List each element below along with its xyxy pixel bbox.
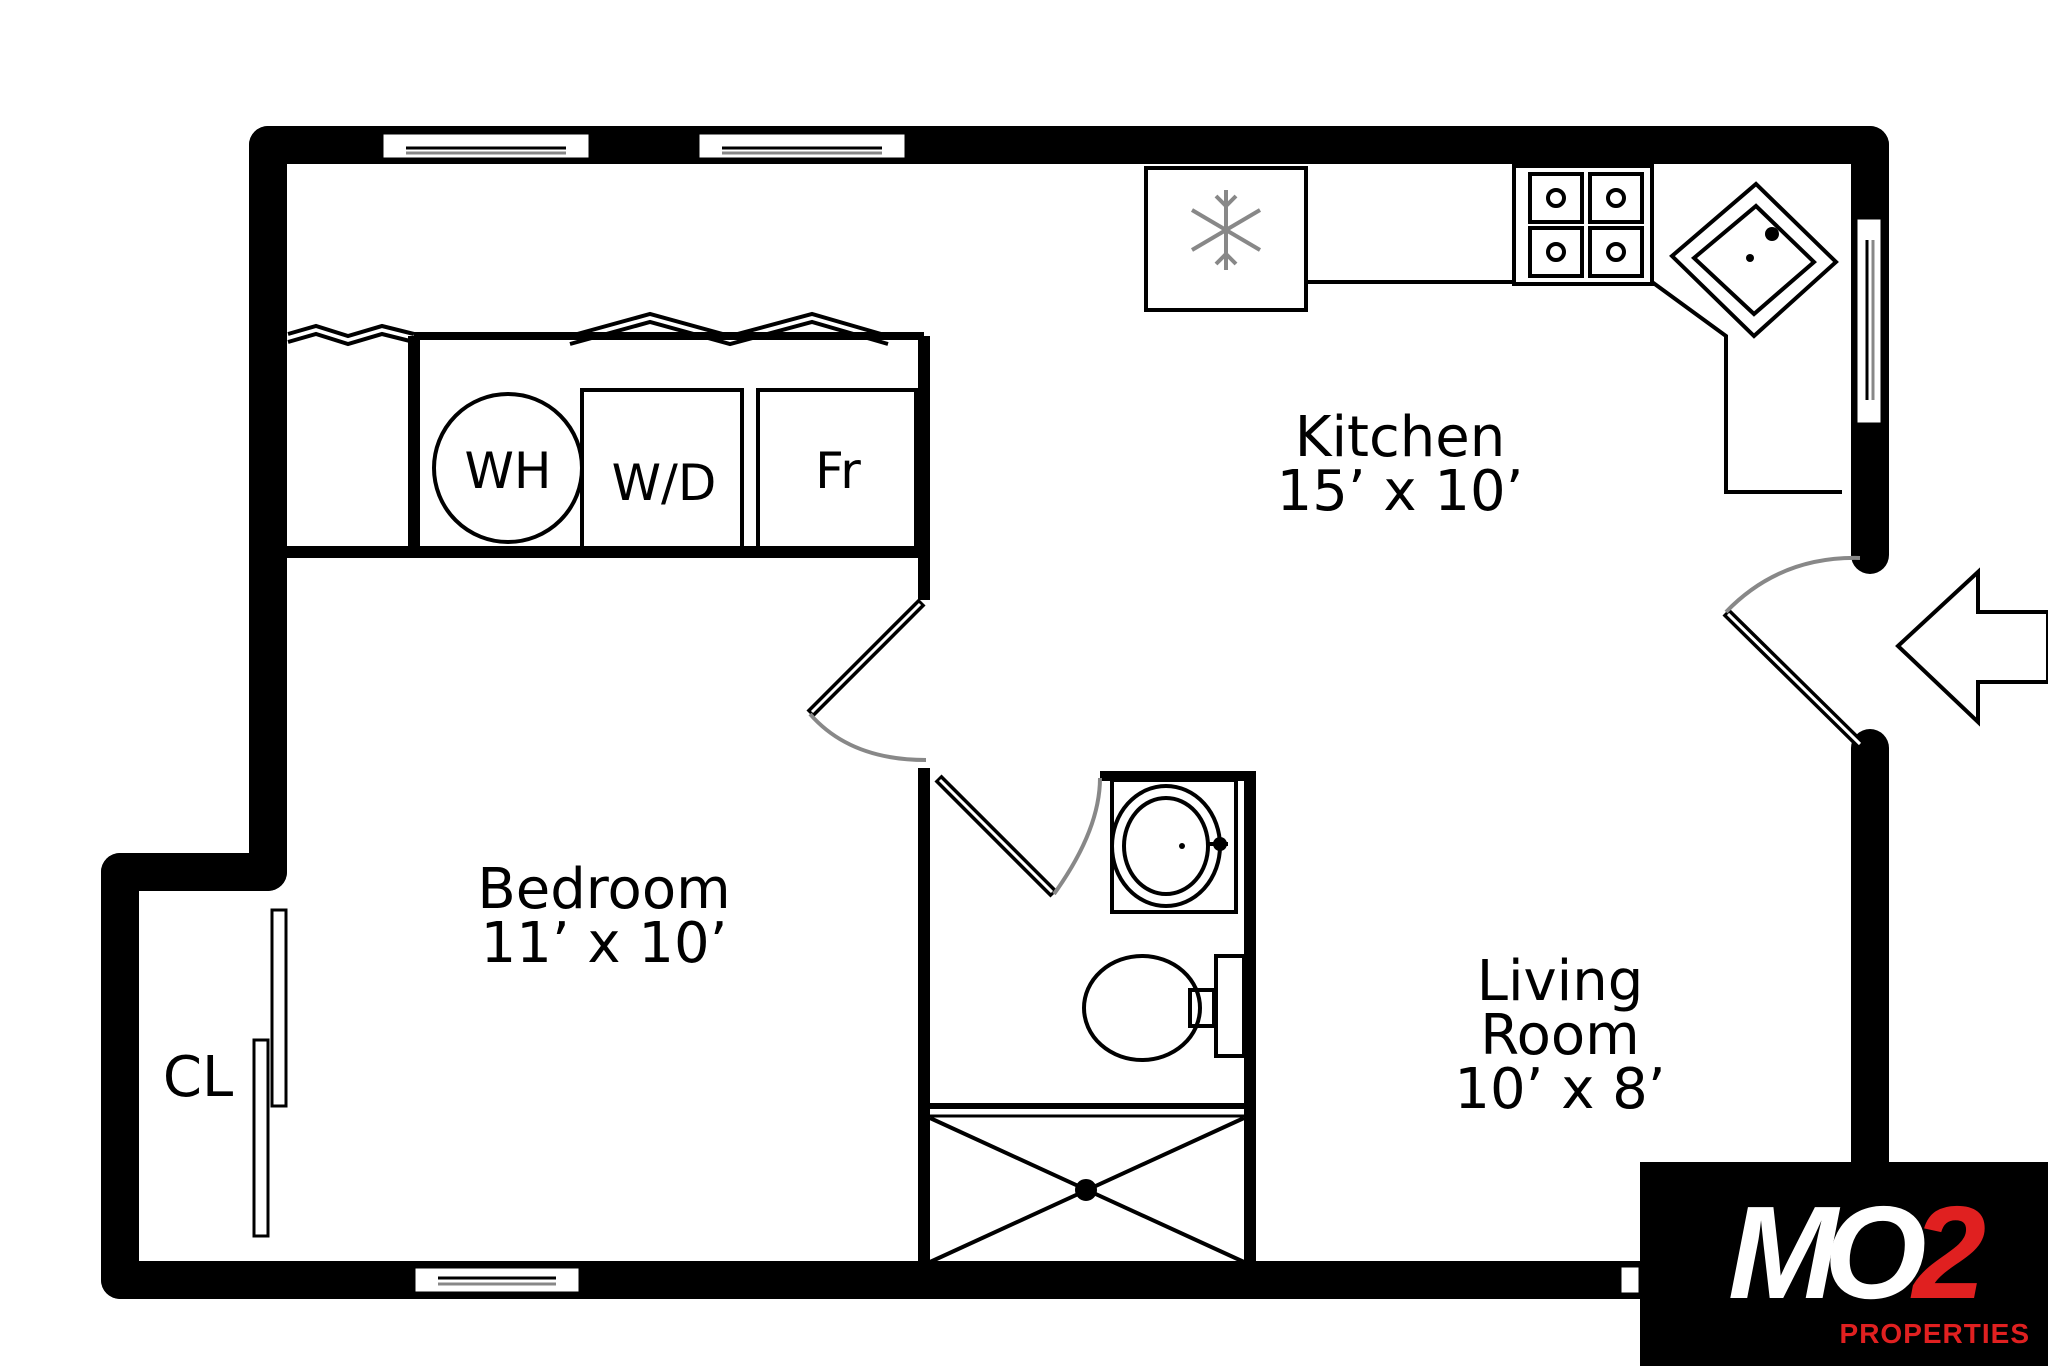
washer-dryer-label: W/D <box>612 454 717 512</box>
window-bottom-right-stub <box>1618 1264 1642 1296</box>
entry-arrow-icon <box>1895 567 2048 727</box>
fridge-label: Fr <box>815 442 861 500</box>
sink-icon <box>1669 181 1839 339</box>
window-right <box>1854 216 1884 426</box>
living-name-1: Living <box>1477 949 1644 1014</box>
living-size: 10’ x 8’ <box>1454 1057 1665 1122</box>
bedroom-name: Bedroom <box>477 857 730 922</box>
kitchen-size: 15’ x 10’ <box>1277 459 1524 524</box>
kitchen-name: Kitchen <box>1295 405 1505 470</box>
mo2-logo: MO2 PROPERTIES <box>1640 1162 2048 1366</box>
fridge-box <box>756 388 918 550</box>
water-heater-label: WH <box>464 442 551 500</box>
living-room-label: Living Room 10’ x 8’ <box>1454 949 1665 1122</box>
entry-door <box>1722 555 1866 750</box>
utility-sliding-doors <box>287 311 889 347</box>
bedroom-label: Bedroom 11’ x 10’ <box>477 857 730 976</box>
window-top-left <box>380 131 592 161</box>
window-bottom <box>412 1265 582 1295</box>
shower-icon <box>929 1116 1245 1264</box>
bedroom-door <box>806 598 927 762</box>
bathroom-door <box>934 774 1102 898</box>
toilet-icon <box>1082 954 1246 1062</box>
freezer-snowflake-icon <box>1190 190 1262 270</box>
logo-mark-accent: 2 <box>1912 1179 1987 1326</box>
closet-sliding-doors <box>252 908 288 1238</box>
kitchen-label: Kitchen 15’ x 10’ <box>1277 405 1524 524</box>
logo-mark: MO2 <box>1690 1178 2010 1328</box>
logo-mark-main: MO <box>1727 1179 1927 1326</box>
kitchen-counter <box>1306 280 1842 494</box>
closet-label: CL <box>163 1045 233 1110</box>
bedroom-size: 11’ x 10’ <box>481 911 728 976</box>
living-name-2: Room <box>1480 1003 1639 1068</box>
logo-tagline: PROPERTIES <box>1839 1318 2030 1349</box>
interior-walls <box>286 332 1256 1264</box>
water-heater-circle <box>432 392 584 544</box>
window-top-right <box>696 131 908 161</box>
freezer-unit <box>1144 166 1308 312</box>
bath-sink-icon <box>1110 778 1238 914</box>
stove-icon <box>1512 164 1654 286</box>
